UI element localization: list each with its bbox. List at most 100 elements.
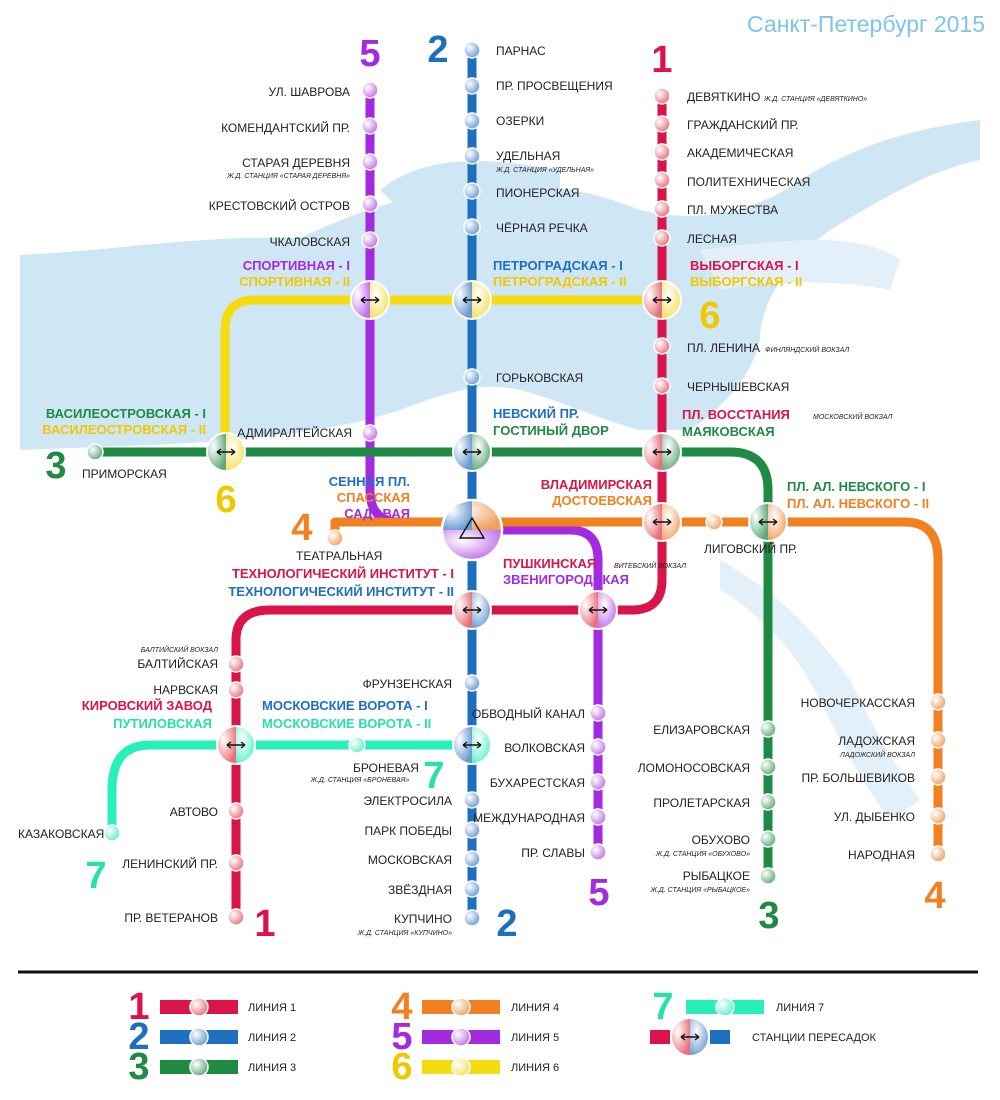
station-note: БАЛТИЙСКИЙ ВОКЗАЛ bbox=[141, 645, 218, 654]
transfer-node[interactable] bbox=[216, 725, 256, 765]
station-dot-line-1[interactable] bbox=[227, 802, 245, 820]
station-label: ПАРК ПОБЕДЫ bbox=[364, 824, 452, 838]
station-note: Ж.Д. СТАНЦИЯ «КУПЧИНО» bbox=[357, 930, 452, 937]
station-label: ЕЛИЗАРОВСКАЯ bbox=[653, 723, 750, 737]
station-dot-line-3[interactable] bbox=[759, 830, 777, 848]
station-label: ПР. БОЛЬШЕВИКОВ bbox=[801, 771, 915, 785]
transfer-node[interactable] bbox=[452, 280, 492, 320]
station-dot-line-4[interactable] bbox=[705, 513, 723, 531]
station-dot-line-1[interactable] bbox=[227, 854, 245, 872]
station-dot-line-1[interactable] bbox=[653, 337, 671, 355]
transfer-label: МОСКОВСКИЕ ВОРОТА - II bbox=[262, 716, 431, 731]
station-dot-line-5[interactable] bbox=[361, 117, 379, 135]
transfer-arrows-icon bbox=[588, 606, 608, 614]
transfer-hub-sennaya[interactable] bbox=[440, 498, 504, 562]
station-dot-line-3[interactable] bbox=[759, 758, 777, 776]
transfer-node[interactable] bbox=[206, 432, 246, 472]
station-dot-line-5[interactable] bbox=[589, 773, 607, 791]
station-dot-line-1[interactable] bbox=[227, 681, 245, 699]
station-label: ГРАЖДАНСКИЙ ПР. bbox=[687, 117, 799, 132]
station-dot-line-1[interactable] bbox=[653, 115, 671, 133]
transfer-node[interactable] bbox=[350, 280, 390, 320]
transfer-label: ПЛ. ВОССТАНИЯ bbox=[682, 407, 790, 422]
legend-number-6: 6 bbox=[391, 1046, 412, 1088]
station-dot-line-5[interactable] bbox=[361, 153, 379, 171]
transfer-node[interactable] bbox=[642, 432, 682, 472]
station-dot-line-1[interactable] bbox=[227, 655, 245, 673]
station-label: ФРУНЗЕНСКАЯ bbox=[363, 677, 452, 691]
transfer-label: ГОСТИНЫЙ ДВОР bbox=[493, 423, 609, 438]
transfer-node[interactable] bbox=[642, 280, 682, 320]
transfer-label: ПУШКИНСКАЯ bbox=[503, 556, 596, 571]
station-dot-line-1[interactable] bbox=[653, 87, 671, 105]
line-number-3: 3 bbox=[45, 445, 66, 487]
station-label: НАРОДНАЯ bbox=[848, 848, 915, 862]
station-dot-line-5[interactable] bbox=[589, 704, 607, 722]
station-dot-line-2[interactable] bbox=[463, 77, 481, 95]
station-label: ЧЁРНАЯ РЕЧКА bbox=[496, 221, 588, 235]
station-dot-line-2[interactable] bbox=[463, 850, 481, 868]
line-number-7: 7 bbox=[423, 755, 444, 797]
metro-lines bbox=[95, 50, 943, 915]
station-dot-line-1[interactable] bbox=[653, 229, 671, 247]
station-dot-line-2[interactable] bbox=[463, 218, 481, 236]
line-number-6: 6 bbox=[699, 295, 720, 337]
transfer-node[interactable] bbox=[578, 590, 618, 630]
station-dot-line-4[interactable] bbox=[929, 845, 947, 863]
transfer-nodes bbox=[206, 280, 788, 765]
station-dot-line-3[interactable] bbox=[759, 720, 777, 738]
station-dot-line-2[interactable] bbox=[463, 182, 481, 200]
station-label: АДМИРАЛТЕЙСКАЯ bbox=[237, 425, 352, 440]
station-dot-line-2[interactable] bbox=[463, 880, 481, 898]
station-label: ПР. ПРОСВЕЩЕНИЯ bbox=[496, 79, 613, 93]
station-dot-line-5[interactable] bbox=[361, 231, 379, 249]
station-dot-line-4[interactable] bbox=[929, 807, 947, 825]
station-note: ФИНЛЯНДСКИЙ ВОКЗАЛ bbox=[765, 345, 849, 354]
transfer-node[interactable] bbox=[452, 432, 492, 472]
station-dot-line-1[interactable] bbox=[653, 377, 671, 395]
transfer-node[interactable] bbox=[642, 502, 682, 542]
station-dot-line-7[interactable] bbox=[348, 736, 366, 754]
station-dot-line-7[interactable] bbox=[103, 824, 121, 842]
transfer-arrows-icon bbox=[652, 296, 672, 304]
station-dot-line-4[interactable] bbox=[929, 768, 947, 786]
station-dot-line-2[interactable] bbox=[463, 821, 481, 839]
station-dot-line-1[interactable] bbox=[227, 908, 245, 926]
station-dot-line-2[interactable] bbox=[463, 112, 481, 130]
station-dot-line-5[interactable] bbox=[361, 195, 379, 213]
station-dot-line-1[interactable] bbox=[653, 143, 671, 161]
station-dot-line-3[interactable] bbox=[86, 443, 104, 461]
transfer-node[interactable] bbox=[452, 590, 492, 630]
legend-bar-line-1 bbox=[160, 997, 238, 1017]
transfer-arrows-icon bbox=[226, 741, 246, 749]
station-dot-line-2[interactable] bbox=[463, 41, 481, 59]
station-label: ЛИГОВСКИЙ ПР. bbox=[704, 541, 797, 556]
station-dot-line-4[interactable] bbox=[929, 731, 947, 749]
station-dot-line-2[interactable] bbox=[463, 791, 481, 809]
station-dot-line-4[interactable] bbox=[326, 529, 344, 547]
station-label: МОСКОВСКАЯ bbox=[368, 853, 452, 867]
station-dot-line-1[interactable] bbox=[653, 200, 671, 218]
transfer-label: СПОРТИВНАЯ - II bbox=[239, 274, 350, 289]
station-dot-line-3[interactable] bbox=[759, 867, 777, 885]
station-note: Ж.Д. СТАНЦИЯ «ДЕВЯТКИНО» bbox=[763, 96, 867, 103]
station-label: ВОЛКОВСКАЯ bbox=[504, 741, 585, 755]
station-dot-line-5[interactable] bbox=[361, 424, 379, 442]
station-dot-line-2[interactable] bbox=[463, 368, 481, 386]
line-numbers: 5 2 1 6 3 6 4 7 7 1 2 5 3 4 bbox=[45, 29, 945, 945]
station-label: ЛЕНИНСКИЙ ПР. bbox=[122, 856, 218, 871]
station-dot-line-2[interactable] bbox=[463, 909, 481, 927]
station-dot-line-2[interactable] bbox=[463, 674, 481, 692]
station-dot-line-3[interactable] bbox=[759, 793, 777, 811]
line-number-2: 2 bbox=[427, 29, 448, 71]
station-dot-line-1[interactable] bbox=[653, 171, 671, 189]
station-dot-line-5[interactable] bbox=[589, 808, 607, 826]
transfer-node[interactable] bbox=[452, 725, 492, 765]
transfer-node[interactable] bbox=[748, 502, 788, 542]
station-dot-line-2[interactable] bbox=[463, 147, 481, 165]
station-dot-line-4[interactable] bbox=[929, 693, 947, 711]
station-dot-line-5[interactable] bbox=[589, 738, 607, 756]
station-note: Ж.Д. СТАНЦИЯ «ОБУХОВО» bbox=[655, 851, 750, 858]
station-dot-line-5[interactable] bbox=[361, 81, 379, 99]
station-dot-line-5[interactable] bbox=[589, 843, 607, 861]
